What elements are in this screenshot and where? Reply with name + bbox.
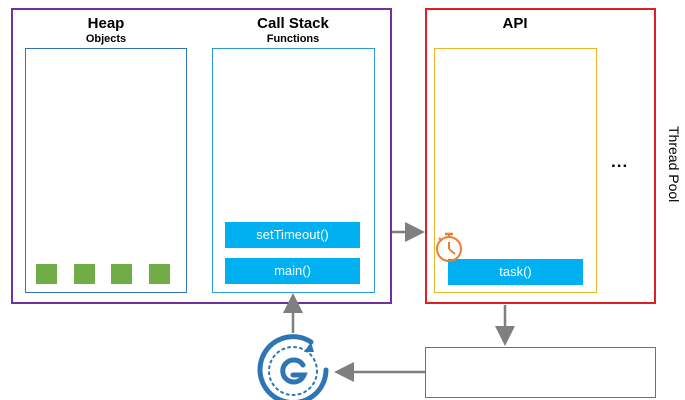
api-container bbox=[425, 8, 656, 304]
stack-frame-settimeout: setTimeout() bbox=[225, 222, 360, 248]
js-engine-container bbox=[11, 8, 392, 304]
heap-title: Heap bbox=[87, 15, 125, 32]
api-task: task() bbox=[448, 259, 583, 285]
more-threads-ellipsis: ... bbox=[611, 152, 629, 171]
callback-queue-box bbox=[425, 347, 656, 398]
heap-object bbox=[36, 264, 57, 284]
event-loop-icon bbox=[257, 334, 329, 400]
heap-object bbox=[149, 264, 170, 284]
api-task-panel bbox=[434, 48, 597, 293]
heap-object bbox=[111, 264, 132, 284]
call-stack-panel bbox=[212, 48, 375, 293]
call-stack-title: Call Stack bbox=[257, 15, 329, 32]
stack-frame-main: main() bbox=[225, 258, 360, 284]
call-stack-subtitle: Functions bbox=[266, 33, 320, 45]
heap-object bbox=[74, 264, 95, 284]
heap-panel bbox=[25, 48, 187, 293]
api-title: API bbox=[502, 15, 528, 32]
heap-subtitle: Objects bbox=[85, 33, 127, 45]
thread-pool-label: Thread Pool bbox=[666, 126, 682, 203]
stopwatch-icon bbox=[436, 232, 462, 262]
